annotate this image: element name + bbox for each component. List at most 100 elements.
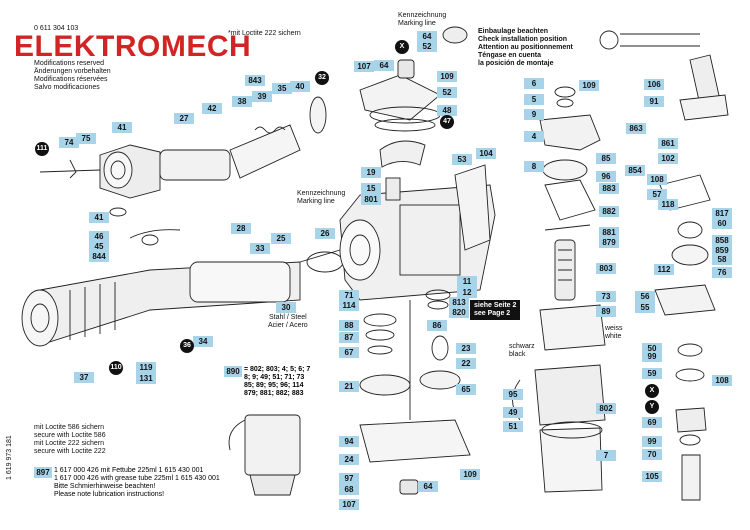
- part-callout-86: 86: [427, 320, 447, 331]
- part-callout-99: 99: [642, 351, 662, 362]
- part-callout-69: 69: [642, 417, 662, 428]
- part-callout-57: 57: [647, 189, 667, 200]
- part-callout-109: 109: [460, 469, 480, 480]
- part-callout-107: 107: [354, 61, 374, 72]
- part-callout-dark-Y: Y: [645, 400, 659, 414]
- part-callout-64: 64: [374, 60, 394, 71]
- part-callout-dark-32: 32: [315, 71, 329, 85]
- part-callout-34: 34: [193, 336, 213, 347]
- part-callout-42: 42: [202, 103, 222, 114]
- loctite-legend-line: mit Loctite 222 sichern: [34, 440, 105, 447]
- steel-note: Stahl / Steel Acier / Acero: [268, 314, 308, 329]
- part-callout-85: 85: [596, 153, 616, 164]
- ref-890-text: = 802; 803; 4; 5; 6; 7 8; 9; 49; 51; 71;…: [243, 366, 311, 397]
- part-callout-27: 27: [174, 113, 194, 124]
- part-callout-108: 108: [712, 375, 732, 386]
- part-callout-23: 23: [456, 343, 476, 354]
- part-callout-33: 33: [250, 243, 270, 254]
- part-callout-881: 881: [599, 227, 619, 238]
- part-callout-dark-110: 110: [109, 361, 123, 375]
- grease-ref-label: 897: [34, 467, 52, 478]
- part-callout-843: 843: [245, 75, 265, 86]
- part-callout-dark-36: 36: [180, 339, 194, 353]
- part-callout-50: 50: [642, 343, 662, 354]
- part-callout-49: 49: [503, 407, 523, 418]
- part-callout-131: 131: [136, 373, 156, 384]
- part-callout-35: 35: [272, 83, 292, 94]
- part-callout-19: 19: [361, 167, 381, 178]
- part-callout-114: 114: [339, 300, 359, 311]
- part-callout-118: 118: [658, 199, 678, 210]
- part-callout-87: 87: [339, 332, 359, 343]
- part-callout-24: 24: [339, 454, 359, 465]
- part-callout-12: 12: [457, 287, 477, 298]
- part-callout-119: 119: [136, 362, 156, 373]
- install-note-line: Attention au positionnement: [478, 44, 573, 51]
- part-callout-75: 75: [76, 133, 96, 144]
- part-callout-96: 96: [596, 171, 616, 182]
- part-callout-803: 803: [596, 263, 616, 274]
- part-callout-844: 844: [89, 251, 109, 262]
- part-callout-dark-47: 47: [440, 115, 454, 129]
- part-callout-105: 105: [642, 471, 662, 482]
- part-callout-25: 25: [271, 233, 291, 244]
- part-callout-11: 11: [457, 276, 477, 287]
- part-callout-104: 104: [476, 148, 496, 159]
- part-callout-108: 108: [647, 174, 667, 185]
- part-callout-41: 41: [112, 122, 132, 133]
- part-callout-858: 858: [712, 235, 732, 246]
- part-callout-64: 64: [418, 481, 438, 492]
- part-callout-51: 51: [503, 421, 523, 432]
- part-callout-64: 64: [417, 31, 437, 42]
- part-callout-854: 854: [625, 165, 645, 176]
- part-callout-55: 55: [635, 302, 655, 313]
- part-callout-52: 52: [417, 41, 437, 52]
- part-callout-4: 4: [524, 131, 544, 142]
- part-callout-59: 59: [642, 368, 662, 379]
- part-callout-879: 879: [599, 237, 619, 248]
- part-callout-817: 817: [712, 208, 732, 219]
- part-callout-102: 102: [658, 153, 678, 164]
- part-callout-76: 76: [712, 267, 732, 278]
- loctite-legend-line: secure with Loctite 586: [34, 432, 106, 439]
- loctite-note: *mit Loctite 222 sichern: [228, 30, 301, 37]
- marking-line-housing: Kennzeichnung Marking line: [297, 190, 346, 205]
- part-callout-39: 39: [252, 91, 272, 102]
- loctite-legend-line: mit Loctite 586 sichern: [34, 424, 105, 431]
- install-note-line: Check installation position: [478, 36, 568, 43]
- watermark-logo: ELEKTROMECH: [14, 30, 252, 63]
- part-callout-94: 94: [339, 436, 359, 447]
- part-callout-dark-111: 111: [35, 142, 49, 156]
- part-callout-88: 88: [339, 320, 359, 331]
- part-callout-28: 28: [231, 223, 251, 234]
- grease-block: 897 1 617 000 426 mit Fettube 225ml 1 61…: [34, 467, 220, 499]
- grease-text: 1 617 000 426 mit Fettube 225ml 1 615 43…: [53, 467, 220, 498]
- part-callout-41: 41: [89, 212, 109, 223]
- part-callout-882: 882: [599, 206, 619, 217]
- part-callout-801: 801: [361, 194, 381, 205]
- part-callout-56: 56: [635, 291, 655, 302]
- modifications-note-line: Änderungen vorbehalten: [34, 68, 111, 75]
- part-callout-863: 863: [626, 123, 646, 134]
- modifications-note-line: Modifications réservées: [34, 76, 108, 83]
- part-callout-53: 53: [452, 154, 472, 165]
- part-callout-861: 861: [658, 138, 678, 149]
- part-callout-58: 58: [712, 254, 732, 265]
- part-callout-71: 71: [339, 290, 359, 301]
- part-callout-22: 22: [456, 358, 476, 369]
- part-callout-52: 52: [437, 87, 457, 98]
- loctite-legend-line: secure with Loctite 222: [34, 448, 106, 455]
- part-callout-68: 68: [339, 484, 359, 495]
- part-callout-106: 106: [644, 79, 664, 90]
- wire-white-label: weiss white: [605, 325, 623, 340]
- marking-line-top: Kennzeichnung Marking line: [398, 12, 447, 27]
- part-callout-109: 109: [437, 71, 457, 82]
- part-callout-97: 97: [339, 473, 359, 484]
- part-callout-70: 70: [642, 449, 662, 460]
- modifications-note-line: Salvo modificaciones: [34, 84, 100, 91]
